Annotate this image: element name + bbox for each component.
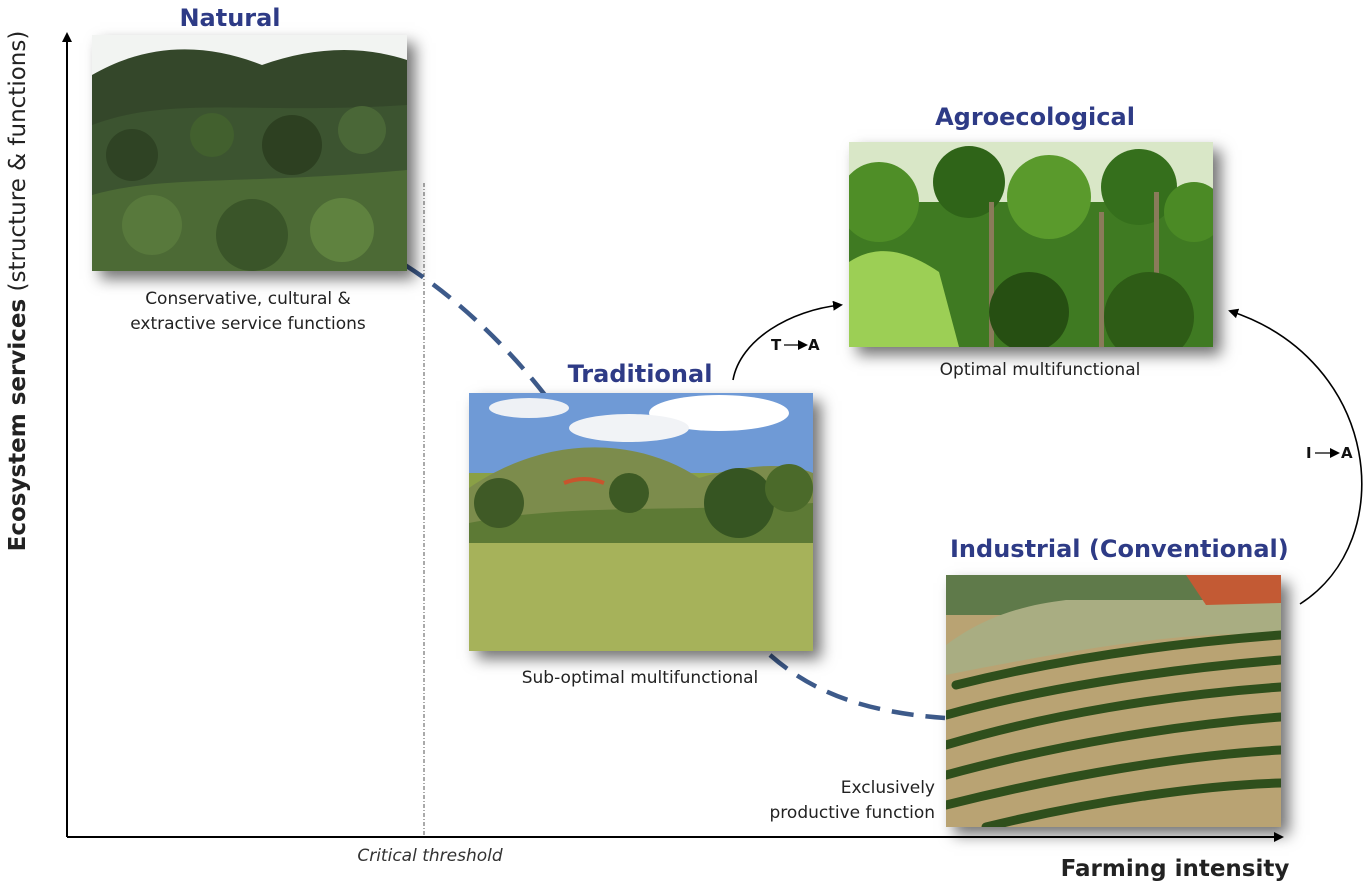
natural-title: Natural [179,4,281,32]
threshold-label: Critical threshold [357,846,503,866]
arrow-t-to-a [732,300,843,381]
industrial-caption: Exclusively productive function [735,776,935,826]
y-axis-label: Ecosystem services (structure & function… [1,11,35,571]
agroecological-caption: Optimal multifunctional [939,360,1141,380]
industrial-caption-line1: Exclusively [840,778,935,798]
traditional-title: Traditional [567,360,713,388]
natural-caption: Conservative, cultural & extractive serv… [98,287,398,337]
palm-forest-photo [849,142,1213,347]
i-to-a-from-label: I [1306,444,1312,462]
forest-photo [92,35,407,271]
agroecological-title: Agroecological [935,103,1135,131]
intensity-curve [403,263,946,721]
y-axis-label-bold: Ecosystem services [5,298,31,552]
natural-caption-line1: Conservative, cultural & [145,289,351,309]
x-axis-label: Farming intensity [1060,856,1290,882]
t-to-a-to-label: A [808,336,820,354]
traditional-caption: Sub-optimal multifunctional [521,668,759,688]
coffee-plantation-photo [946,575,1281,827]
industrial-title: Industrial (Conventional) [950,535,1289,563]
natural-caption-line2: extractive service functions [130,314,366,334]
pasture-photo [469,393,813,651]
i-to-a-to-label: A [1341,444,1353,462]
t-to-a-from-label: T [771,336,782,354]
arrow-i-to-a [1228,308,1363,605]
y-axis-label-rest: (structure & functions) [5,30,31,299]
industrial-caption-line2: productive function [769,803,935,823]
